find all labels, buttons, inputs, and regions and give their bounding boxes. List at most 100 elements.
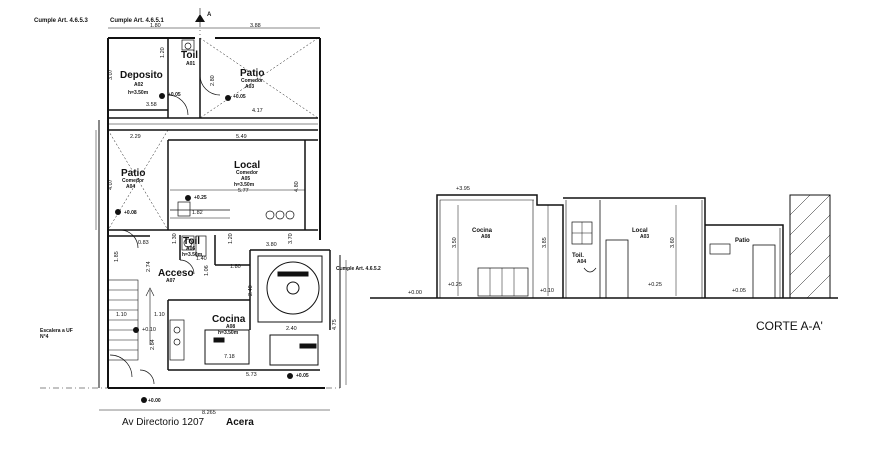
cumple-ref-2: Cumple Art. 4.6.5.1: [110, 18, 164, 24]
floor-plan: [40, 8, 347, 411]
dim-c240: 2.40: [248, 285, 254, 296]
dim-c284: 2.84: [150, 339, 156, 350]
room-cocina-code: A08: [226, 324, 235, 330]
dim-stair-w: 1.30: [172, 233, 178, 244]
room-acceso-code: A07: [166, 278, 175, 284]
room-toil-mid-height: h=3.50m: [182, 252, 203, 258]
escalera-label: Escalera a UF: [40, 328, 73, 334]
dim-total: 8.265: [202, 410, 216, 416]
room-local-use: Comedor: [236, 170, 258, 176]
stair: [107, 279, 155, 361]
dim-local-right: 4.80: [294, 181, 300, 192]
section-local-code: A03: [640, 234, 649, 240]
room-patio-top-name: Patio: [240, 68, 264, 79]
dim-top-b: 3.88: [250, 23, 261, 29]
dim-left-w: 2.29: [130, 134, 141, 140]
room-deposito-code: A02: [134, 82, 143, 88]
level-deposito: +0.05: [168, 92, 181, 98]
dim-acc-v: 1.06: [204, 265, 210, 276]
street-name: Av Directorio 1207: [122, 417, 205, 428]
section-texts: +3.95 Cocina A08 Toil. A04 Local A03 Pat…: [408, 186, 823, 333]
level-cocina-section: +0.25: [448, 282, 462, 288]
room-toil-mid-name: Toil: [183, 236, 200, 247]
room-local-name: Local: [234, 160, 260, 171]
section-drawing: [370, 194, 838, 299]
dim-c380: 3.80: [266, 242, 277, 248]
room-toil-top-name: Toil: [181, 50, 198, 61]
fixtures: [169, 39, 295, 361]
dim-patio-v: 2.80: [210, 75, 216, 86]
section-marker-top: A: [207, 12, 212, 18]
round-feature: [257, 255, 323, 323]
level-local-section: +0.25: [648, 282, 662, 288]
level-top-section: +3.95: [456, 186, 470, 192]
section-arrow: [195, 14, 205, 22]
dim-c260: 2.40: [286, 326, 297, 332]
dim-toil-top-v: 1.20: [160, 47, 166, 58]
room-toil-mid-code: A06: [186, 246, 195, 252]
dim-c180: 1.80: [230, 264, 241, 270]
room-cocina-height: h=3.50m: [218, 330, 239, 336]
room-patio-top-use: Comedor: [241, 78, 263, 84]
section-toil-name: Toil.: [572, 253, 584, 259]
door-swings: [109, 74, 221, 385]
dim-toil-v: 1.20: [228, 233, 234, 244]
dim-toil-w: 0.83: [138, 240, 149, 246]
height-toil: 3.85: [542, 237, 548, 248]
dim-c185: 1.85: [114, 251, 120, 262]
room-patio-left-code: A04: [126, 184, 135, 190]
dim-top-a: 1.80: [150, 23, 161, 29]
cocina-counters: [204, 329, 319, 366]
room-patio-left-use: Comedor: [122, 178, 144, 184]
dim-local-v: 4.07: [108, 179, 114, 190]
dim-c140: 1.40: [196, 256, 207, 262]
room-deposito-height: h=3.50m: [128, 90, 149, 96]
section-cocina-code: A08: [481, 234, 490, 240]
dim-c274: 2.74: [146, 261, 152, 272]
room-toil-top-code: A01: [186, 61, 195, 67]
plan-level-markers: [115, 93, 293, 403]
level-toil-section: +0.10: [540, 288, 554, 294]
section-cocina-name: Cocina: [472, 228, 493, 234]
height-cocina: 3.50: [452, 237, 458, 248]
dim-c718: 7.18: [224, 354, 235, 360]
level-patio-section: +0.05: [732, 288, 746, 294]
level-patio-left: +0.08: [124, 210, 137, 216]
room-deposito-name: Deposito: [120, 70, 163, 81]
dim-patio-w: 4.17: [252, 108, 263, 114]
dim-dep-v: 3.07: [108, 69, 114, 80]
room-patio-top-code: A03: [245, 84, 254, 90]
room-acceso-name: Acceso: [158, 268, 194, 279]
dimension-lines: [95, 27, 347, 411]
level-local: +0.25: [194, 195, 207, 201]
plan-interior-walls: [108, 38, 331, 371]
section-local-name: Local: [632, 228, 648, 234]
dim-c370: 3.70: [288, 233, 294, 244]
room-local-code: A05: [241, 176, 250, 182]
dim-c110a: 1.10: [116, 312, 127, 318]
dim-dep-w: 3.58: [146, 102, 157, 108]
level-cocina: +0.05: [296, 373, 309, 379]
dim-c475: 4.75: [332, 319, 338, 330]
room-local-height: h=3.50m: [234, 182, 255, 188]
dim-c573: 5.73: [246, 372, 257, 378]
level-street-section: +0.00: [408, 290, 422, 296]
section-patio-name: Patio: [735, 238, 750, 244]
dim-local-inner: 5.77: [238, 188, 249, 194]
cumple-ref-3: Cumple Art. 4.6.5.2: [336, 266, 381, 272]
room-cocina-name: Cocina: [212, 314, 246, 325]
section-outline: [436, 194, 564, 298]
dim-c110b: 1.10: [154, 312, 165, 318]
cumple-ref-1: Cumple Art. 4.6.5.3: [34, 18, 88, 24]
level-street-plan: +0.00: [148, 398, 161, 404]
plan-texts: Cumple Art. 4.6.5.3 Cumple Art. 4.6.5.1 …: [34, 12, 381, 428]
section-toil-code: A04: [577, 259, 586, 265]
section-title: CORTE A-A': [756, 319, 823, 333]
dim-mid-w: 1.82: [192, 210, 203, 216]
acera-label: Acera: [226, 417, 254, 428]
level-acceso: +0.10: [142, 327, 156, 333]
height-local: 3.60: [670, 237, 676, 248]
dim-local-w: 5.49: [236, 134, 247, 140]
